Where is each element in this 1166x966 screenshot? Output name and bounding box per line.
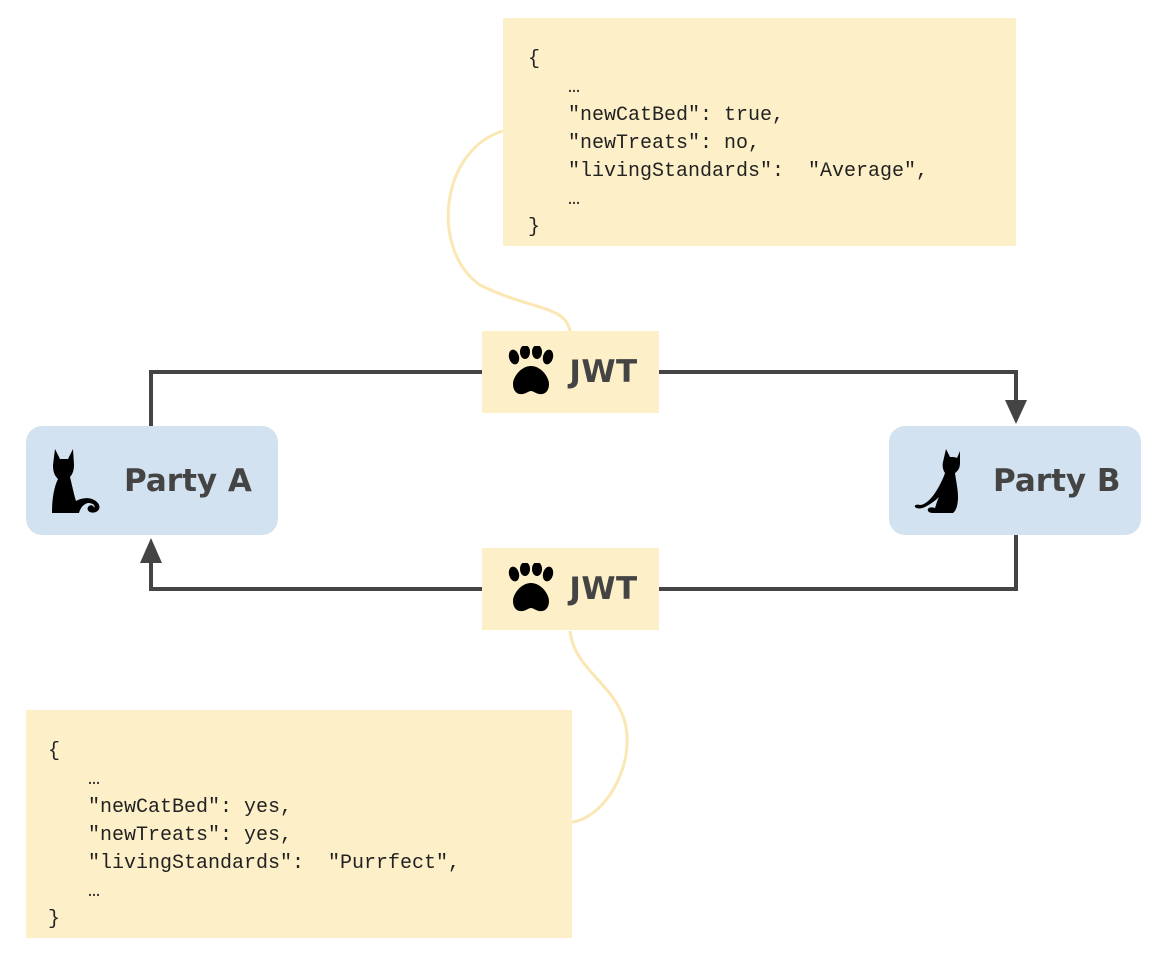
flow-line-b-to-jwt [659, 535, 1018, 591]
jwt-label: JWT [569, 354, 638, 390]
bottom-payload-connector [568, 630, 629, 824]
payload-line: "livingStandards": "Purrfect", [88, 852, 461, 875]
payload-line: … [568, 76, 581, 99]
jwt-token-top: JWT [482, 331, 659, 413]
payload-open-brace: { [528, 48, 541, 71]
payload-line: "livingStandards": "Average", [568, 160, 929, 183]
arrowhead-to-party-a [140, 538, 162, 563]
party-b-label: Party B [993, 462, 1121, 499]
party-a-label: Party A [124, 462, 252, 499]
payload-close-brace: } [528, 216, 541, 239]
jwt-token-bottom: JWT [482, 548, 659, 630]
cat-sitting-icon [914, 448, 960, 513]
cat-curled-tail-icon [52, 448, 100, 513]
arrowhead-to-party-b [1005, 400, 1027, 424]
flow-line-jwt-to-a [149, 561, 482, 591]
payload-note-top: { … "newCatBed": true, "newTreats": no, … [503, 18, 1016, 246]
paw-icon [509, 346, 554, 395]
top-payload-connector [446, 129, 572, 332]
payload-line: … [88, 880, 101, 903]
payload-line: "newTreats": no, [568, 132, 761, 155]
payload-line: … [568, 188, 581, 211]
party-a-node: Party A [26, 426, 278, 535]
party-b-node: Party B [889, 426, 1141, 535]
payload-line: "newCatBed": yes, [88, 796, 293, 819]
paw-icon [509, 563, 554, 612]
flow-line-jwt-to-b [659, 370, 1018, 402]
jwt-label: JWT [569, 571, 638, 607]
payload-line: "newCatBed": true, [568, 104, 785, 127]
payload-close-brace: } [48, 908, 61, 931]
flow-line-a-to-jwt [149, 370, 482, 426]
payload-line: "newTreats": yes, [88, 824, 293, 847]
payload-line: … [88, 768, 101, 791]
payload-note-bottom: { … "newCatBed": yes, "newTreats": yes, … [26, 710, 572, 938]
payload-open-brace: { [48, 740, 61, 763]
